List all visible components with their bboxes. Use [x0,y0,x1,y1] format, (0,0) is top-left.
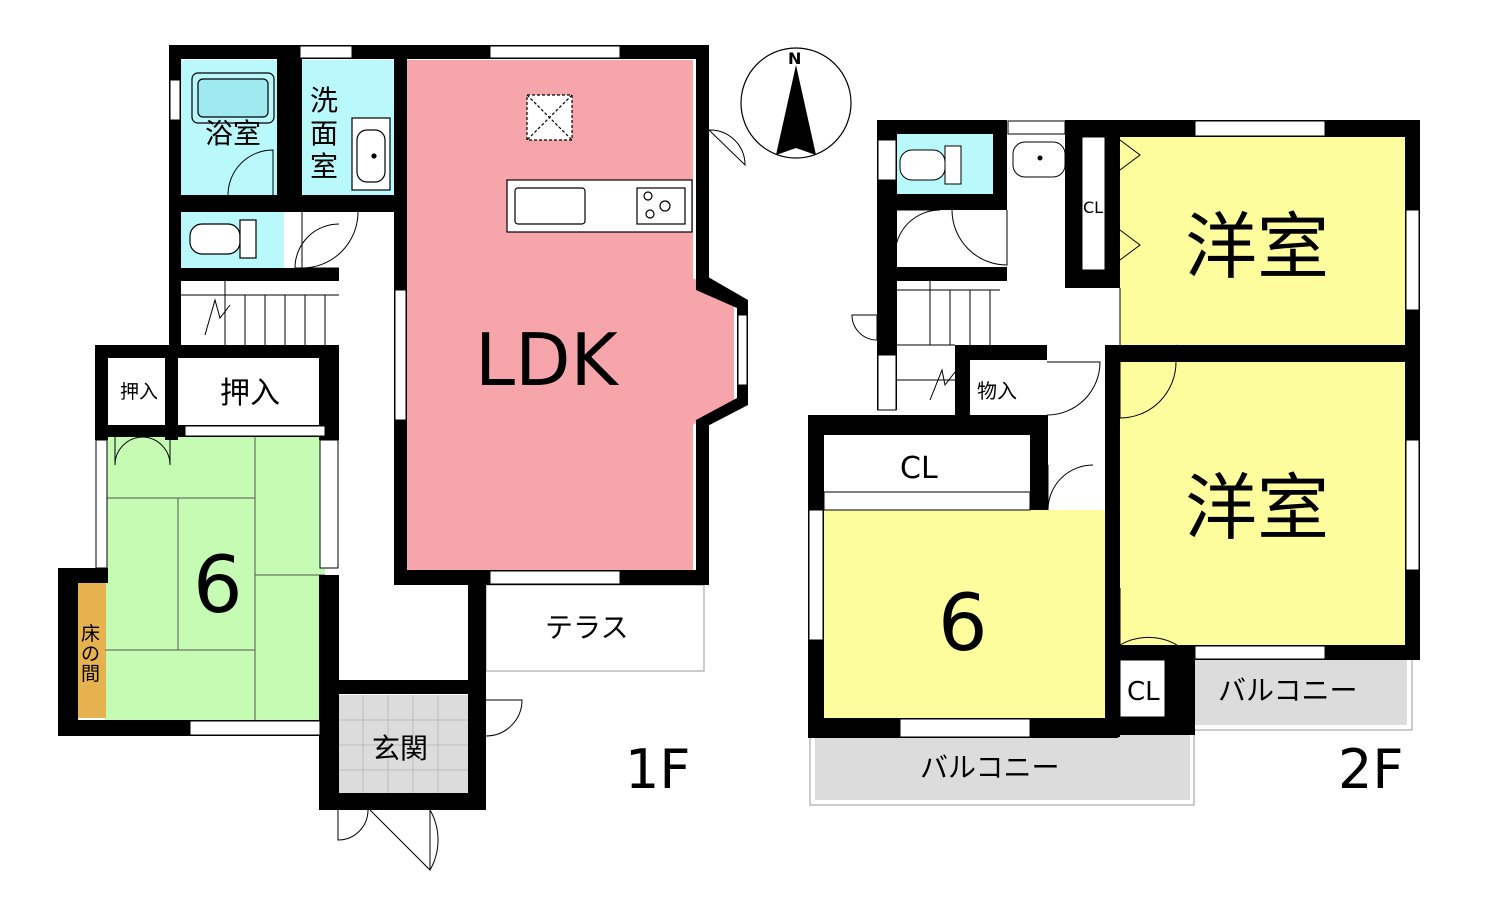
balcony-bottom-label: バルコニー [920,751,1059,784]
compass-north-label: N [788,49,801,68]
entrance-label: 玄関 [372,732,428,765]
oshiire-small-label: 押入 [120,381,158,403]
washroom-label-2: 面 [310,117,338,150]
ldk-fill-main [407,60,693,570]
floor2-level-label: 2F [1338,738,1403,801]
room6-2f-label: 6 [938,579,988,669]
floor1-level-label: 1F [625,738,690,801]
room6-2f-fill [822,510,1105,720]
compass-icon: N [740,47,852,159]
washitsu-size-label: 6 [193,541,243,631]
storage-label: 物入 [977,379,1017,403]
stairs-1f [181,281,339,345]
stairs-2f [897,281,1000,401]
washroom-label-1: 洗 [310,84,338,117]
tokonoma-label-1: 床 [81,623,100,645]
ldk-bay-fill [693,278,734,425]
washroom-label-3: 室 [310,150,338,183]
fixtures-1f [189,72,693,259]
closet-top-icon [1081,136,1106,271]
floor-1: 浴室 洗 面 室 LDK 押入 押入 6 床 の 間 テラス 玄関 1F [58,45,748,871]
bath-label: 浴室 [205,117,261,150]
tokonoma-label-3: 間 [81,663,100,685]
terrace-label: テラス [545,611,628,644]
youshitsu-top-label: 洋室 [1185,205,1329,289]
tokonoma-label-2: の [81,643,100,665]
toilet-2f-icon [899,149,946,181]
youshitsu-top-fill [1120,137,1405,345]
stove-icon [636,187,686,225]
washitsu-fill [105,428,325,720]
oshiire-label: 押入 [220,376,280,411]
walls-1f [58,45,748,810]
ldk-label: LDK [475,318,620,402]
youshitsu-bottom-label: 洋室 [1185,466,1329,550]
balcony-right-fill [1195,660,1407,725]
floor-2: CL 洋室 洋室 物入 CL 6 CL バルコニー バルコニー 2F [808,120,1420,806]
cl-top-label: CL [1083,198,1103,217]
toilet-1f-icon [189,223,241,255]
tatami-lines [105,428,325,720]
doors-1f [114,129,746,871]
balcony-right-label: バルコニー [1218,674,1357,707]
entrance-fill [338,695,468,793]
youshitsu-bottom-fill [1120,360,1405,645]
entrance-tiles [338,695,468,793]
windows-1f [95,45,748,736]
cl-middle-label: CL [900,451,938,486]
balcony-bottom-fill [815,735,1190,800]
closet-bottom-icon [1119,659,1166,718]
fixtures-2f [851,136,1178,718]
cl-bottom-label: CL [1127,677,1160,707]
windows-2f [808,120,1420,738]
tokonoma-fill [78,583,106,718]
